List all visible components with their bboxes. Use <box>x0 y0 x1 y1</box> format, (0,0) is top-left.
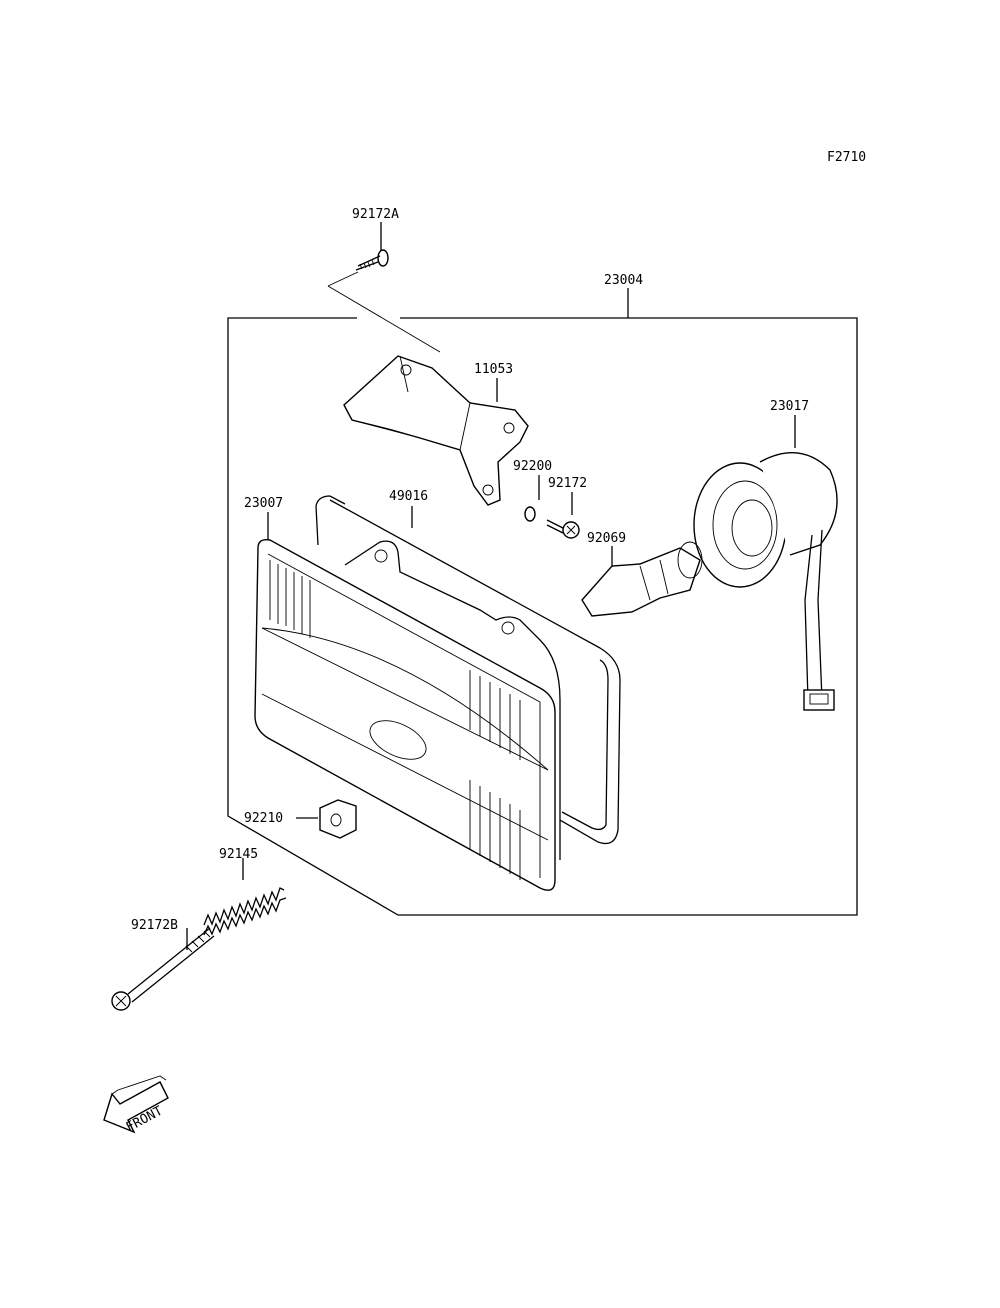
socket-23017 <box>693 415 838 711</box>
label-92069: 92069 <box>587 531 626 546</box>
label-92210: 92210 <box>244 811 283 826</box>
label-23007: 23007 <box>244 496 283 511</box>
front-direction-marker: FRONT <box>103 1075 169 1135</box>
bracket-11053 <box>343 355 529 506</box>
screw-92172 <box>546 492 580 539</box>
label-92172b: 92172B <box>131 918 178 933</box>
label-92200: 92200 <box>513 459 552 474</box>
spring-92145 <box>203 858 287 936</box>
figure-code: F2710 <box>827 150 866 165</box>
label-92145: 92145 <box>219 847 258 862</box>
label-92172a: 92172A <box>352 207 399 222</box>
bulb-92069 <box>581 541 703 617</box>
gasket-49016 <box>315 495 621 845</box>
label-23004: 23004 <box>604 273 643 288</box>
clip-92210 <box>296 799 357 839</box>
label-92172: 92172 <box>548 476 587 491</box>
assembly-frame-23004 <box>227 288 858 916</box>
label-49016: 49016 <box>389 489 428 504</box>
screw-92172b <box>111 927 215 1011</box>
headlight-lens-23007 <box>254 512 561 891</box>
label-11053: 11053 <box>474 362 513 377</box>
screw-92172a <box>327 222 441 353</box>
washer-92200 <box>524 475 540 522</box>
label-23017: 23017 <box>770 399 809 414</box>
